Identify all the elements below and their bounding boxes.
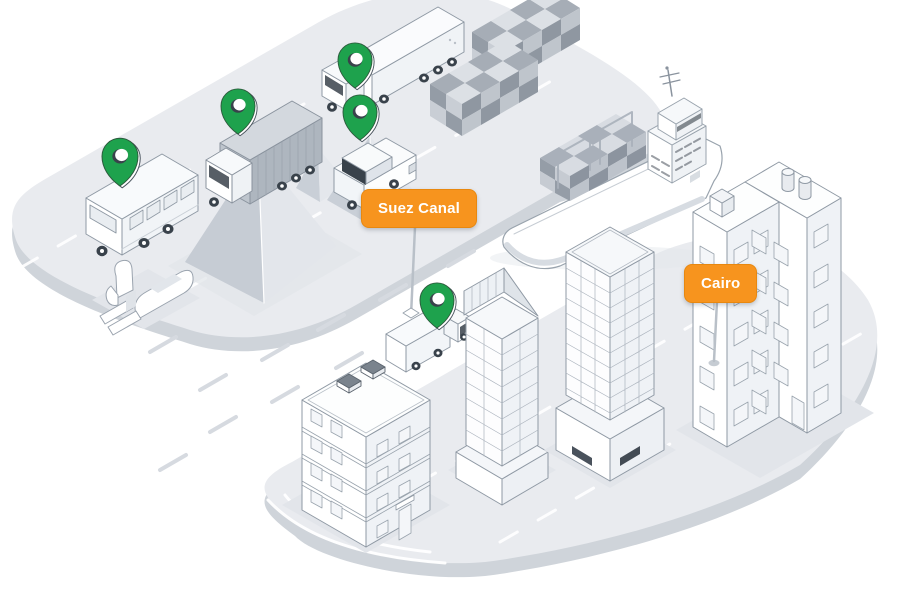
skyscraper-glass-roof: [448, 267, 556, 506]
roof-skylights: [336, 359, 386, 394]
rooftop-penthouse: [709, 188, 735, 218]
bus: [85, 153, 199, 257]
ship-mast: [659, 66, 681, 97]
ship-deck-containers: [540, 114, 646, 201]
suez-canal-label-text: Suez Canal: [378, 200, 461, 217]
cairo-label-pole: [708, 299, 720, 367]
suez-canal-label-pole: [402, 225, 420, 319]
cairo-label-text: Cairo: [701, 275, 741, 292]
semi-truck: [321, 6, 465, 112]
skyscraper-tall: [544, 226, 676, 488]
apartment-building: [282, 359, 450, 553]
ship-gantry-frames: [557, 111, 633, 189]
suez-canal-label[interactable]: Suez Canal: [361, 189, 478, 228]
cairo-label[interactable]: Cairo: [684, 264, 758, 303]
sphinx-statue: [92, 259, 200, 336]
rooftop-water-tanks: [781, 168, 812, 200]
container-truck: [205, 100, 323, 207]
